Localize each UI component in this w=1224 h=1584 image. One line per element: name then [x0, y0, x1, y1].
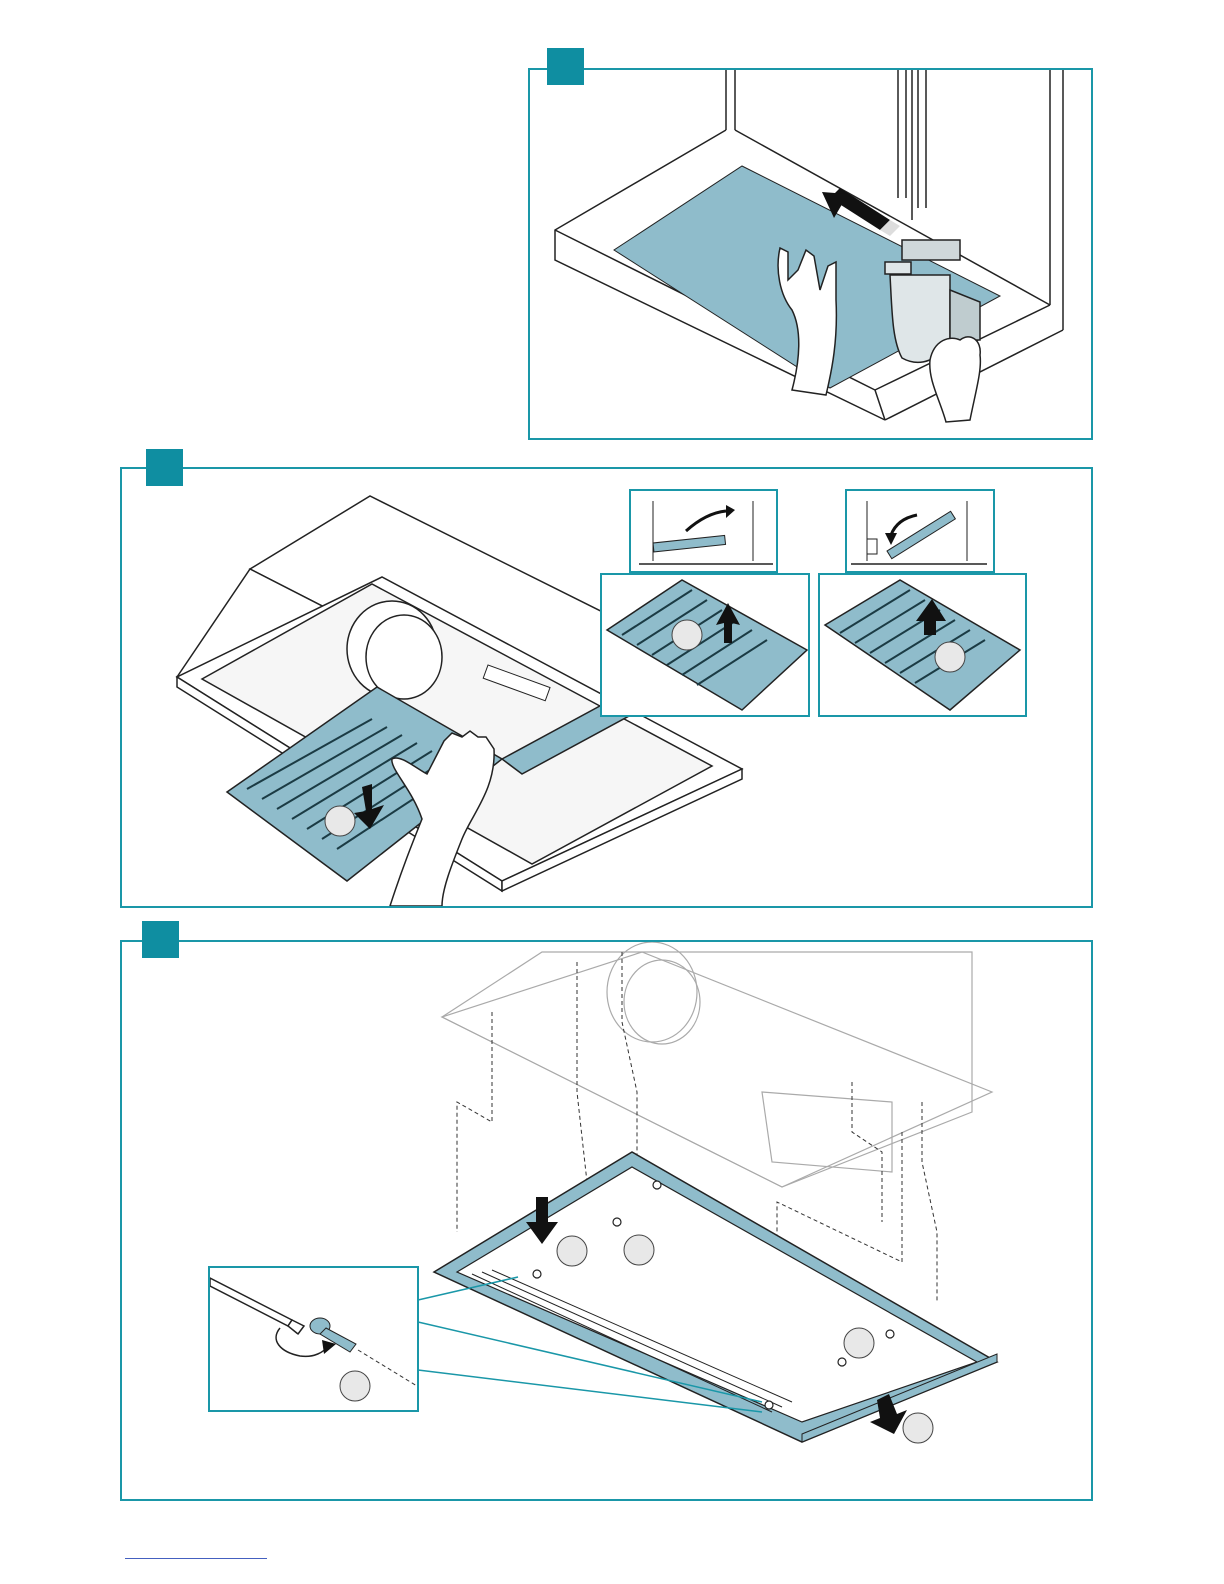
drilling-illustration: [530, 70, 1091, 438]
callout-circle: [844, 1328, 874, 1358]
footer-rule: [125, 1558, 267, 1559]
detail-view-screw: [208, 1266, 419, 1412]
callout-circle: [903, 1413, 933, 1443]
screwdriver-icon: [210, 1278, 304, 1334]
frame-mounting-illustration: [122, 942, 1091, 1499]
callout-circle: [340, 1371, 370, 1401]
step-3-panel: [120, 940, 1093, 1501]
detail-view-remove: [818, 573, 1027, 717]
callout-circle: [672, 620, 702, 650]
step-badge: [146, 449, 183, 486]
step-badge: [142, 921, 179, 958]
callout-circle: [935, 642, 965, 672]
step-badge: [547, 48, 584, 85]
mounting-frame: [434, 1152, 997, 1442]
detail-view-tilt-out: [629, 489, 778, 573]
callout-circle: [557, 1236, 587, 1266]
step-1-panel: [528, 68, 1093, 440]
callout-circle: [624, 1235, 654, 1265]
hand-icon: [930, 337, 981, 422]
detail-view-tilt-in: [845, 489, 995, 573]
callout-circle: [325, 806, 355, 836]
detail-view-lift: [600, 573, 810, 717]
curved-arrow-icon: [686, 511, 726, 531]
curved-arrow-icon: [891, 515, 917, 535]
